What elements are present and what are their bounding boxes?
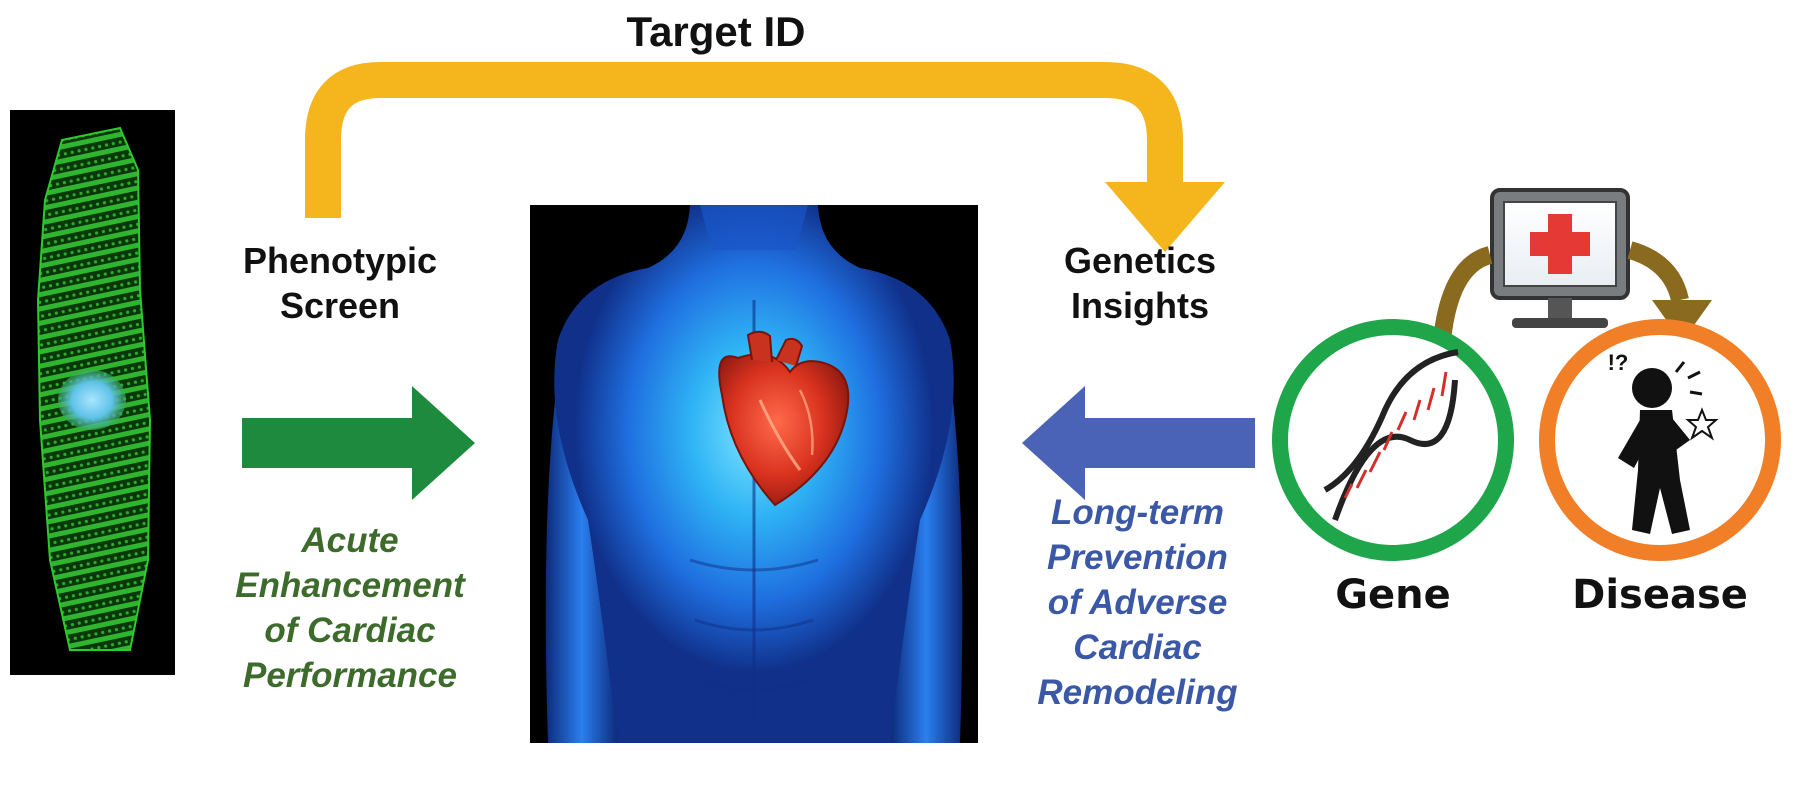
pain-person-icon	[1618, 361, 1719, 534]
gene-circle	[1272, 319, 1514, 561]
acute-line2: Enhancement	[235, 566, 465, 605]
phenotypic-screen-line1: Phenotypic	[242, 240, 438, 281]
heart-icon	[718, 330, 850, 507]
genetics-arrow	[1022, 386, 1255, 500]
monitor-link-arrow-right	[1627, 241, 1689, 303]
long-term-line2: Prevention	[1047, 538, 1228, 577]
gene-label: Gene	[1335, 572, 1451, 618]
acute-line3: of Cardiac	[264, 611, 436, 650]
phenotypic-arrow	[242, 386, 475, 500]
dna-icon	[1323, 349, 1459, 521]
long-term-prevention-text: Long-term Prevention of Adverse Cardiac …	[1000, 490, 1275, 715]
long-term-line5: Remodeling	[1037, 673, 1238, 712]
monitor-link-arrow-left	[1433, 246, 1493, 342]
target-id-title: Target ID	[626, 8, 806, 55]
genetics-insights-label: Genetics Insights	[1010, 238, 1270, 328]
disease-exclaim-text: !?	[1607, 350, 1629, 375]
medical-cross-icon	[1530, 214, 1590, 274]
phenotypic-screen-line2: Screen	[279, 285, 401, 326]
monitor-link-arrowhead	[1652, 300, 1712, 342]
computer-monitor-icon	[1490, 188, 1630, 328]
body-heart-image	[530, 205, 978, 743]
target-id-arrow	[305, 62, 1183, 218]
genetics-insights-line2: Insights	[1070, 285, 1209, 326]
phenotypic-screen-label: Phenotypic Screen	[205, 238, 475, 328]
acute-enhancement-text: Acute Enhancement of Cardiac Performance	[195, 518, 505, 698]
acute-line1: Acute	[301, 521, 399, 560]
long-term-line4: Cardiac	[1073, 628, 1202, 667]
acute-line4: Performance	[243, 656, 457, 695]
genetics-insights-line1: Genetics	[1063, 240, 1217, 281]
long-term-line1: Long-term	[1050, 493, 1225, 532]
long-term-line3: of Adverse	[1047, 583, 1228, 622]
disease-circle	[1539, 319, 1781, 561]
target-id-arrowhead	[1105, 182, 1225, 252]
cardiomyocyte-image	[10, 110, 175, 675]
disease-label: Disease	[1572, 572, 1748, 618]
